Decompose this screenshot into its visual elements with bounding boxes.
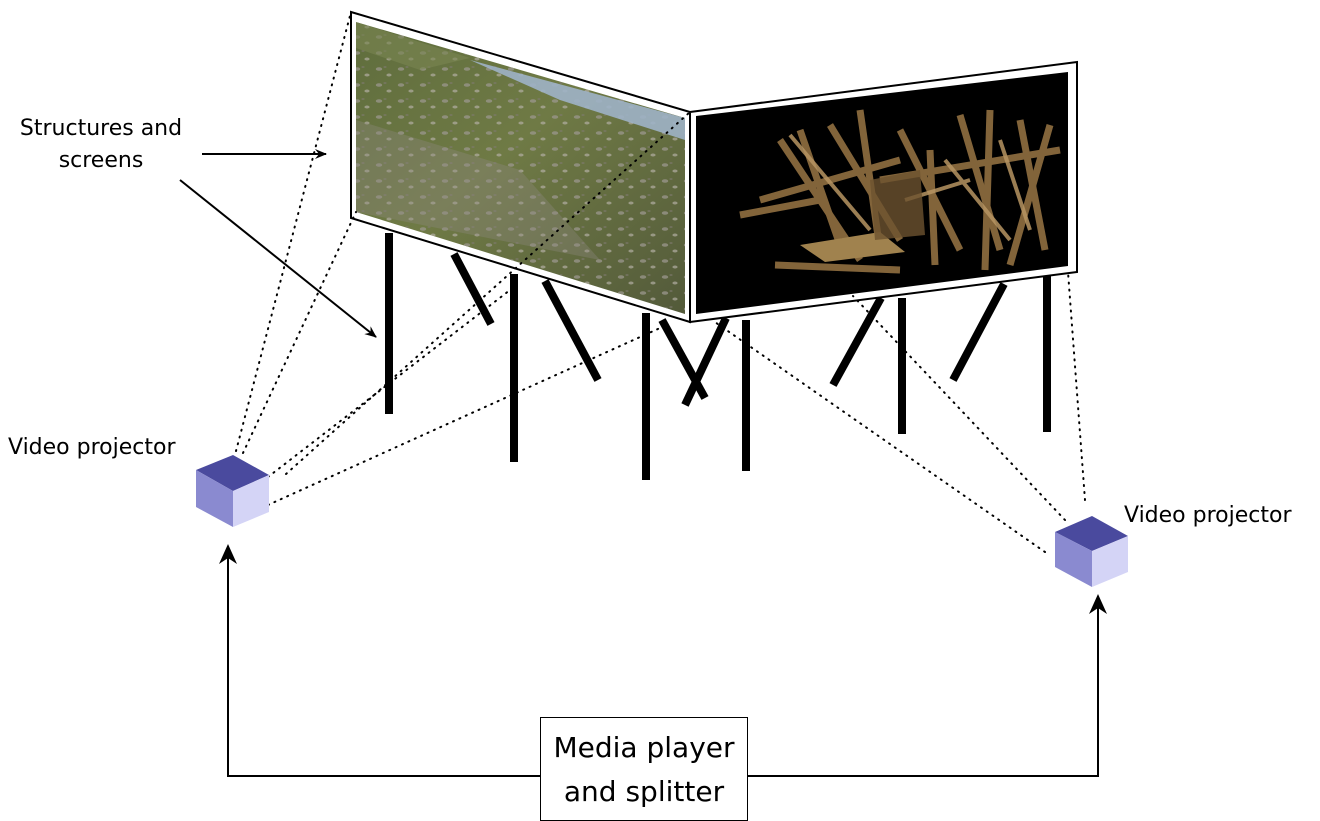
leg	[541, 279, 602, 382]
structures-label-line2: screens	[58, 148, 144, 173]
arrowhead-icon	[748, 594, 1107, 777]
video-projector-right-label: Video projector	[1124, 503, 1292, 528]
leg	[658, 318, 709, 400]
video-projector-left-label: Video projector	[8, 435, 176, 460]
projection-lines	[235, 11, 1086, 553]
left-screen-landscape-image	[356, 22, 685, 314]
projector-cube-icon	[196, 455, 269, 527]
media-player-label-line2: and splitter	[563, 775, 725, 808]
leg	[450, 252, 495, 326]
connection-arrows	[219, 544, 1107, 777]
leg	[681, 316, 730, 407]
arrowhead-icon	[179, 179, 377, 338]
support-legs	[385, 233, 1051, 480]
structures-and-screens-label: Structures and screens	[8, 113, 194, 177]
leg	[829, 296, 885, 387]
structures-pointer-arrows	[179, 149, 377, 338]
structures-label-line1: Structures and	[19, 116, 183, 141]
leg	[949, 282, 1008, 382]
right-screen-wood-pile-image	[696, 72, 1068, 314]
projector-cube-icon	[1055, 516, 1128, 587]
media-player-splitter-box: Media player and splitter	[540, 717, 748, 821]
media-player-label-line1: Media player	[553, 731, 735, 764]
arrowhead-icon	[219, 544, 540, 777]
